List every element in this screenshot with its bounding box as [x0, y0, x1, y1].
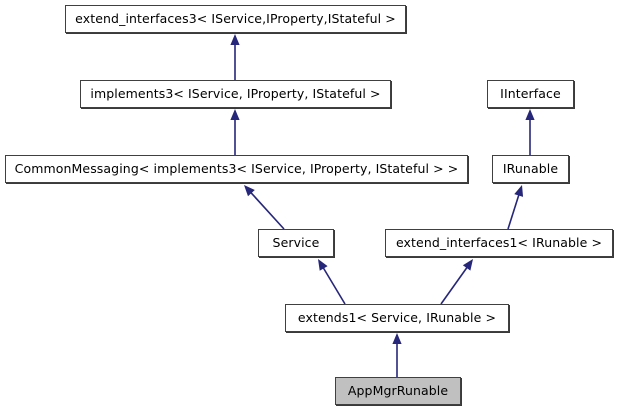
class-node-extend-interfaces3[interactable]: extend_interfaces3< IService,IProperty,I…: [65, 5, 406, 33]
arrowhead-icon: [244, 185, 255, 197]
inheritance-edge: [507, 185, 524, 230]
class-node-label: extends1< Service, IRunable >: [297, 309, 497, 325]
class-node-label: IRunable: [502, 160, 559, 176]
class-node-extend-interfaces1[interactable]: extend_interfaces1< IRunable >: [385, 229, 613, 257]
class-node-irunable[interactable]: IRunable: [492, 155, 569, 183]
arrowhead-icon: [230, 34, 240, 45]
arrowhead-icon: [230, 109, 240, 120]
inheritance-edge: [230, 34, 240, 80]
class-node-iinterface[interactable]: IInterface: [487, 80, 574, 108]
inheritance-edge: [230, 109, 240, 155]
class-node-common-messaging[interactable]: CommonMessaging< implements3< IService, …: [5, 155, 468, 183]
class-node-label: IInterface: [500, 85, 561, 101]
inheritance-edge: [440, 259, 473, 305]
arrowhead-icon: [462, 259, 473, 271]
class-node-label: implements3< IService, IProperty, IState…: [90, 85, 381, 101]
class-node-extends1[interactable]: extends1< Service, IRunable >: [285, 304, 509, 332]
inheritance-edge: [318, 259, 346, 305]
class-node-implements3[interactable]: implements3< IService, IProperty, IState…: [80, 80, 391, 108]
class-node-service[interactable]: Service: [258, 229, 334, 257]
arrowhead-icon: [392, 333, 402, 344]
class-node-label: extend_interfaces3< IService,IProperty,I…: [75, 10, 396, 26]
inheritance-edge: [392, 333, 402, 377]
class-node-label: AppMgrRunable: [347, 382, 449, 398]
class-node-label: extend_interfaces1< IRunable >: [395, 234, 603, 250]
class-node-label: CommonMessaging< implements3< IService, …: [14, 160, 459, 176]
arrowhead-icon: [318, 259, 328, 271]
class-node-app-mgr-runable[interactable]: AppMgrRunable: [335, 377, 461, 405]
arrowhead-icon: [514, 185, 524, 197]
class-node-label: Service: [272, 234, 320, 250]
arrowhead-icon: [525, 109, 535, 120]
inheritance-edge: [525, 109, 535, 155]
inheritance-edge: [244, 185, 285, 230]
